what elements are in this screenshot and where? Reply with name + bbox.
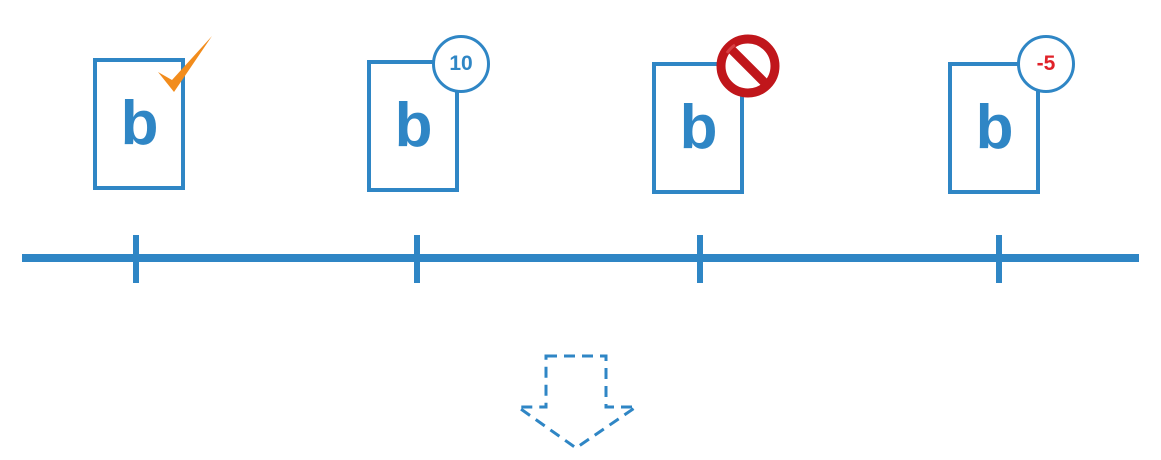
document-glyph: b <box>679 93 718 162</box>
timeline-axis <box>22 254 1139 262</box>
score-badge-text: -5 <box>1036 52 1056 75</box>
dashed-down-arrow-icon <box>513 354 641 450</box>
checkmark-icon <box>158 36 212 92</box>
score-badge-text: 10 <box>449 52 473 75</box>
document-glyph: b <box>120 89 159 158</box>
score-badge-positive: 10 <box>432 35 490 93</box>
timeline-tick <box>996 235 1002 283</box>
document-glyph: b <box>975 93 1014 162</box>
timeline-tick <box>414 235 420 283</box>
score-badge-negative: -5 <box>1017 35 1075 93</box>
document-card-4: b <box>948 62 1040 194</box>
document-glyph: b <box>394 91 433 160</box>
prohibited-icon <box>716 34 780 98</box>
timeline-tick <box>697 235 703 283</box>
timeline-tick <box>133 235 139 283</box>
document-card-2: b <box>367 60 459 192</box>
